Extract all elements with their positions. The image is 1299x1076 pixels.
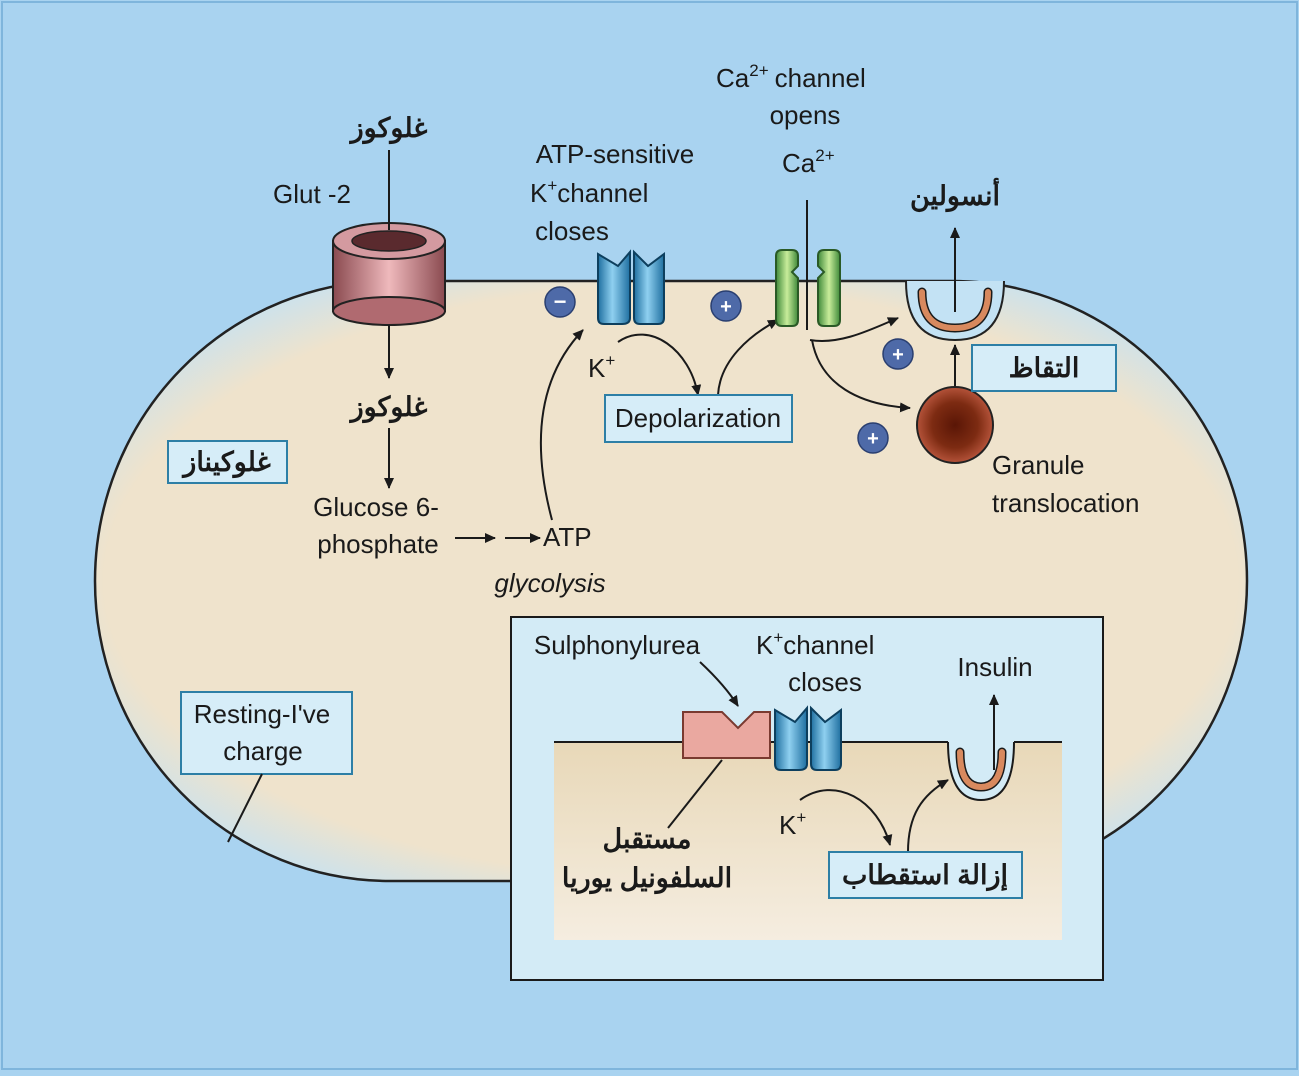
- granule-label-line1: Granule: [992, 450, 1085, 480]
- k-efflux-arrow: [617, 333, 702, 396]
- granule-label-line2: translocation: [992, 488, 1139, 518]
- glucose-inside-label: غلوكوز: [349, 392, 428, 424]
- svg-text:+: +: [720, 296, 732, 318]
- k-ion-label: K+: [588, 351, 615, 383]
- plus-marker-granule: +: [857, 422, 889, 454]
- sulphonylurea-receptor: [682, 711, 771, 759]
- plus-marker-ca: +: [710, 290, 742, 322]
- g6p-label-line2: phosphate: [317, 529, 438, 559]
- exocytosis-box: [971, 344, 1117, 392]
- inset-depolarization-label: إزالة استقطاب: [842, 860, 1008, 892]
- inset-depolarization-box: [828, 851, 1023, 899]
- receptor-pointer: [667, 759, 723, 829]
- katp-channel: [597, 249, 665, 325]
- inset-kchannel-line2: closes: [788, 667, 862, 697]
- glycolysis-label: glycolysis: [494, 568, 605, 598]
- ca-to-exocytosis-arrow: [809, 317, 899, 342]
- receptor-label-line2: السلفونيل يوريا: [562, 863, 732, 895]
- svg-text:−: −: [554, 289, 567, 314]
- ca-channel-label-line2: opens: [770, 100, 841, 130]
- atp-to-kchannel-arrow: [539, 329, 584, 521]
- inset-k-channel: [774, 705, 842, 771]
- katp-label-line3: closes: [535, 216, 609, 246]
- glucokinase-box: [167, 440, 288, 484]
- inset-k-ion-label: K+: [779, 808, 806, 840]
- minus-marker: −: [544, 286, 576, 318]
- ca-channel-label-line1: Ca2+channel: [716, 61, 866, 93]
- resting-charge-pointer: [227, 773, 263, 843]
- depolarization-box: [604, 394, 793, 443]
- plus-marker-exocytosis: +: [882, 338, 914, 370]
- svg-text:+: +: [867, 428, 879, 450]
- insulin-label: أنسولين: [910, 178, 1000, 213]
- ca-ion-label: Ca2+: [782, 146, 835, 178]
- insulin-granule: [916, 386, 994, 464]
- glucokinase-label: غلوكيناز: [181, 447, 270, 479]
- atp-label: ATP: [543, 522, 592, 552]
- inset-kchannel-line1: K+channel: [756, 628, 874, 660]
- depol-to-ca-arrow: [717, 319, 779, 396]
- katp-label-line1: ATP-sensitive: [536, 139, 694, 169]
- inset-insulin-label: Insulin: [957, 652, 1032, 682]
- exocytosis-label: التقاظ: [1009, 353, 1080, 383]
- glut2-label: Glut -2: [273, 179, 351, 209]
- glut2-transporter: [332, 222, 446, 326]
- depolarization-label: Depolarization: [615, 403, 781, 433]
- resting-charge-line2: charge: [223, 736, 303, 766]
- sulphonylurea-label: Sulphonylurea: [534, 630, 701, 660]
- glucose-top-label: غلوكوز: [349, 113, 428, 145]
- receptor-label-line1: مستقبل: [603, 824, 692, 854]
- g6p-label-line1: Glucose 6-: [313, 492, 439, 522]
- inset-depol-arrow: [907, 779, 949, 853]
- ca-to-granule-arrow: [811, 339, 911, 413]
- ca-channel: [775, 249, 841, 327]
- resting-charge-box: [180, 691, 353, 775]
- svg-text:+: +: [892, 344, 904, 366]
- inset-k-efflux-arrow: [799, 789, 893, 846]
- inset-vesicle: [957, 749, 1005, 791]
- sulphonylurea-inset: Sulphonylurea K+channel closes Insulin م…: [510, 616, 1104, 981]
- resting-charge-line1: Resting-I've: [194, 699, 330, 729]
- katp-label-line2: K+channel: [530, 176, 648, 208]
- sulphonylurea-arrow: [699, 661, 739, 707]
